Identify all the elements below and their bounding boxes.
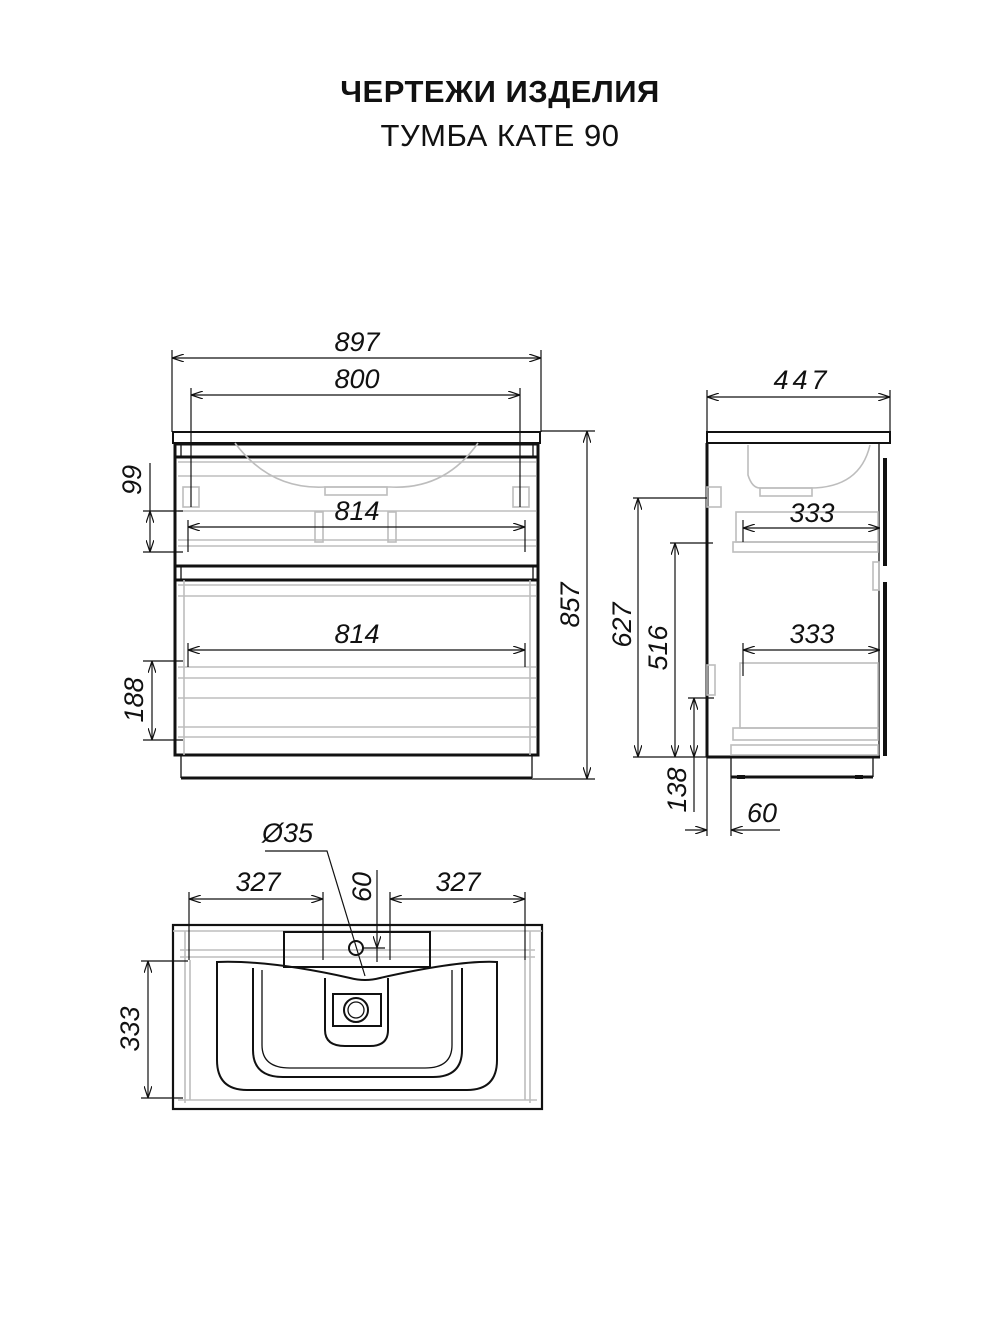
dim-side-upper-drawer-depth: 333 (789, 498, 834, 528)
dimension-857: 857 (532, 430, 595, 780)
dim-right-offset: 327 (435, 867, 481, 897)
dim-height-516: 516 (643, 624, 673, 670)
product-subtitle: ТУМБА КАТЕ 90 (380, 118, 620, 153)
side-cabinet-outline (705, 431, 891, 779)
top-view: Ø35 327 327 60 333 (115, 818, 544, 1111)
dimension-138: 138 (662, 697, 714, 813)
dimension-60-side: 60 (685, 757, 780, 836)
dim-overall-depth: 447 (773, 365, 830, 395)
dimension-327-right: 327 (389, 867, 526, 960)
dimension-814-lower: 814 (187, 619, 526, 667)
dimension-333-top: 333 (115, 960, 188, 1099)
dimension-333-upper: 333 (742, 498, 880, 542)
front-view: 897 800 814 814 99 (117, 327, 595, 780)
dim-basin-width: 800 (334, 364, 379, 394)
dim-overall-width: 897 (334, 327, 380, 357)
dim-side-lower-drawer-depth: 333 (789, 619, 834, 649)
top-basin (216, 931, 498, 1091)
dim-hole-offset: 60 (347, 872, 377, 902)
dimension-627: 627 (607, 497, 707, 758)
dim-lower-drawer-width: 814 (334, 619, 379, 649)
page-title: ЧЕРТЕЖИ ИЗДЕЛИЯ (340, 74, 660, 109)
dim-hole-diameter: Ø35 (261, 818, 314, 848)
dim-height-138: 138 (662, 767, 692, 812)
side-hidden-sink-and-drawers (706, 444, 880, 756)
dimension-99: 99 (117, 463, 183, 553)
dimension-327-left: 327 (188, 867, 324, 960)
dimension-diameter-35: Ø35 (261, 818, 366, 977)
side-view: 447 333 333 627 516 138 (607, 365, 891, 836)
dim-overall-height: 857 (555, 581, 585, 627)
dimension-188: 188 (119, 660, 183, 741)
dim-left-offset: 327 (235, 867, 281, 897)
dimension-516: 516 (643, 542, 713, 757)
dimension-447: 447 (706, 365, 891, 432)
dim-basin-depth: 333 (115, 1006, 145, 1051)
dimension-333-lower: 333 (742, 619, 880, 676)
front-hidden-sink-and-drawers (178, 442, 536, 755)
dimension-897: 897 (171, 327, 542, 432)
dim-offset-60: 60 (747, 798, 777, 828)
dim-upper-drawer-depth: 99 (117, 465, 147, 495)
dim-lower-drawer-depth: 188 (119, 677, 149, 722)
front-cabinet-outline (172, 431, 541, 780)
dimension-800: 800 (190, 364, 521, 507)
dim-upper-drawer-width: 814 (334, 496, 379, 526)
dimension-60-top: 60 (347, 870, 385, 962)
dimension-814-upper: 814 (187, 496, 526, 552)
dim-height-627: 627 (607, 601, 637, 647)
